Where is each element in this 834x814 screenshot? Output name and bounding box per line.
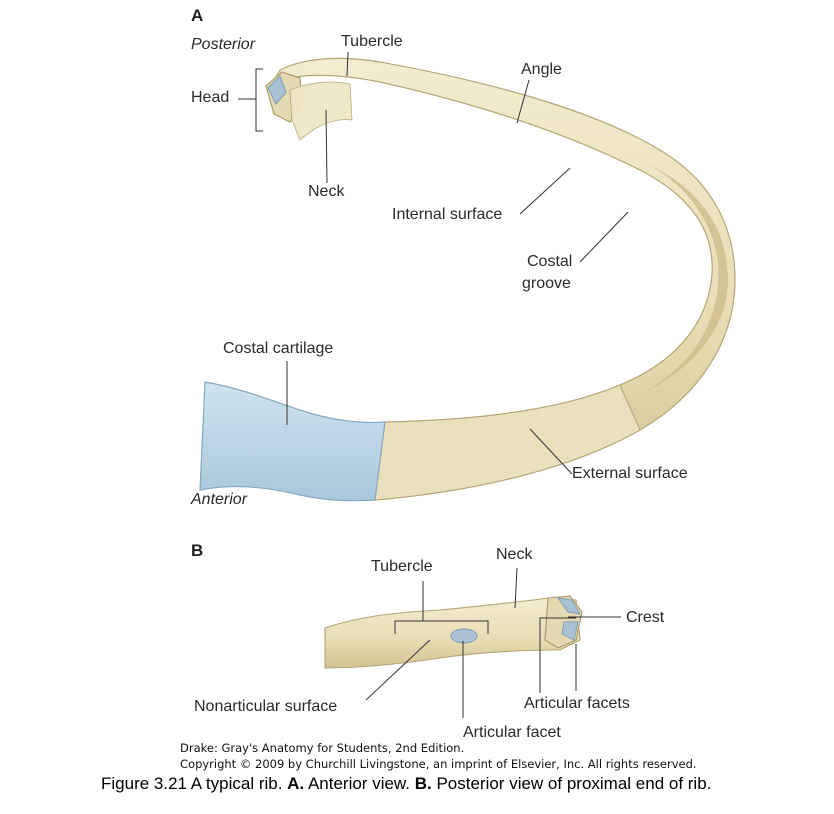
rib-anterior-shaft: [374, 384, 641, 501]
orientation-posterior: Posterior: [191, 36, 256, 53]
label-articular-facets: Articular facets: [524, 695, 630, 712]
costal-groove-shade: [645, 165, 728, 392]
credit-copyright: Copyright © 2009 by Churchill Livingston…: [180, 757, 697, 771]
tubercle-facet: [450, 628, 478, 644]
label-head: Head: [191, 89, 230, 106]
credit-source: Drake: Gray's Anatomy for Students, 2nd …: [180, 741, 465, 755]
label-neck-b: Neck: [496, 546, 533, 563]
rib-body: [265, 57, 736, 501]
label-costal-cartilage: Costal cartilage: [223, 340, 334, 357]
rib-proximal-end: [324, 595, 583, 669]
panel-b-letter: B: [191, 541, 204, 560]
orientation-anterior: Anterior: [191, 491, 248, 508]
head-facets-b: [557, 597, 581, 641]
caption-b-text: Posterior view of proximal end of rib.: [431, 774, 712, 793]
label-internal-surface: Internal surface: [392, 206, 503, 223]
caption-b-letter: B.: [414, 774, 432, 793]
label-nonarticular-surface: Nonarticular surface: [194, 698, 338, 715]
label-articular-facet: Articular facet: [463, 724, 561, 741]
label-costal-groove-2: groove: [522, 275, 571, 292]
label-external-surface: External surface: [572, 465, 688, 482]
label-costal-groove-1: Costal: [527, 253, 573, 270]
head-facet: [267, 75, 287, 105]
leader-lines-a: [238, 51, 629, 475]
rib-neck: [289, 81, 353, 141]
caption-a-text: Anterior view.: [304, 774, 415, 793]
figure-caption: Figure 3.21 A typical rib. A. Anterior v…: [101, 774, 711, 794]
caption-a-letter: A.: [287, 774, 305, 793]
label-crest: Crest: [626, 609, 665, 626]
panel-a-letter: A: [191, 6, 204, 25]
costal-cartilage: [199, 381, 386, 502]
label-tubercle-a: Tubercle: [341, 33, 403, 50]
label-angle: Angle: [521, 61, 562, 78]
label-tubercle-b: Tubercle: [371, 558, 433, 575]
leader-lines-b: [365, 567, 621, 718]
label-neck-a: Neck: [308, 183, 345, 200]
caption-prefix: Figure 3.21 A typical rib.: [101, 774, 288, 793]
